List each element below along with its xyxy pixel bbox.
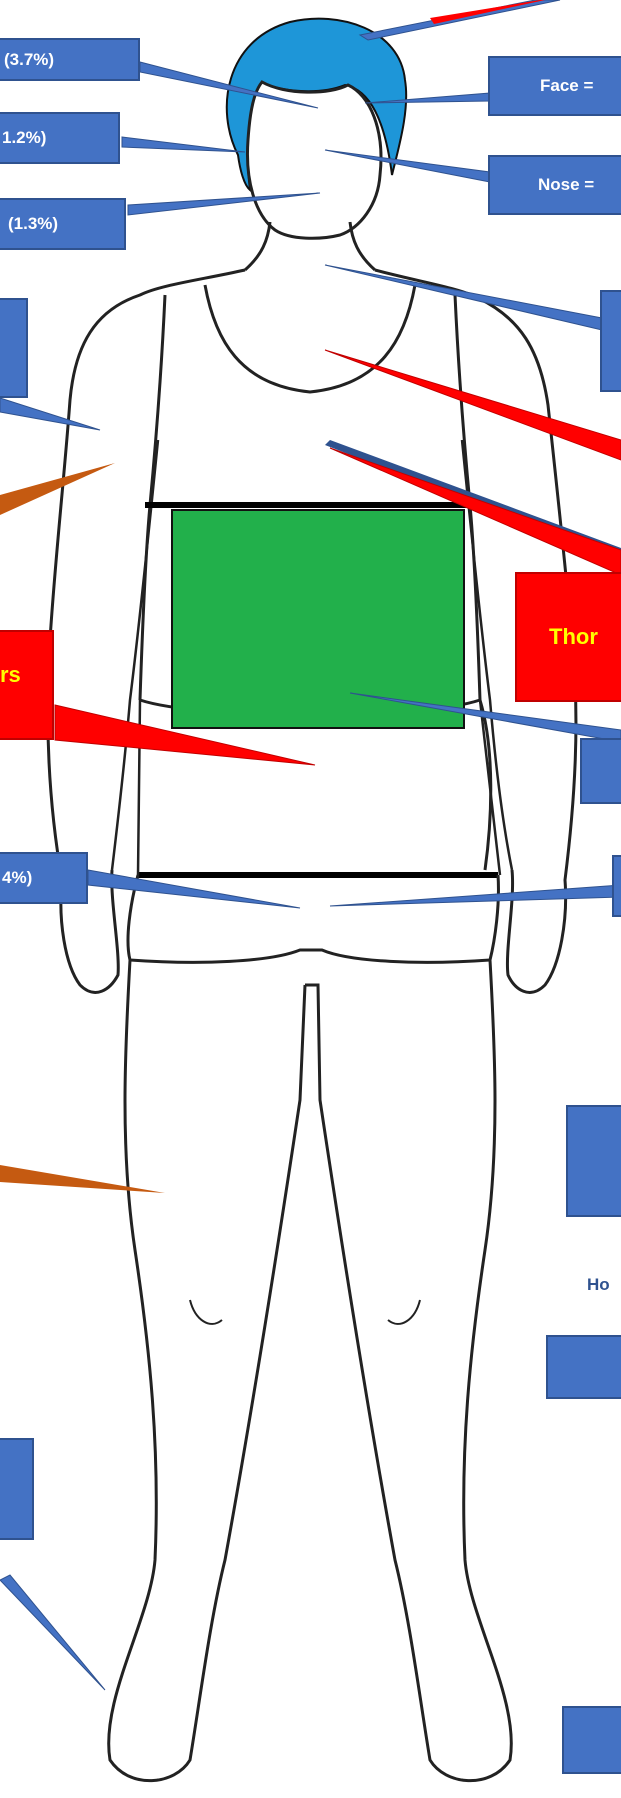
upper-leg-right-label (566, 1105, 621, 1217)
head-percent-text: (3.7%) (4, 50, 54, 70)
groin-left-text: 4%) (2, 868, 32, 888)
hair-pointer (360, 0, 560, 40)
head-percent-label: (3.7%) (0, 38, 140, 81)
left-arm-label (0, 298, 28, 398)
neck-percent-text: (1.3%) (8, 214, 58, 234)
nose-text: Nose = (538, 175, 594, 195)
groin-right-pointer (330, 885, 621, 906)
neck-percent-label: (1.3%) (0, 198, 126, 250)
legs (109, 960, 512, 1781)
knee-lines (190, 1300, 420, 1324)
left-red-text: rs (0, 662, 21, 688)
head (247, 82, 380, 238)
thorax-label: Thor (515, 572, 621, 702)
hair-pointer-red (430, 0, 545, 24)
nose-label: Nose = (488, 155, 621, 215)
chest-red-pointer (325, 350, 621, 460)
thorax-text: Thor (549, 624, 598, 650)
thigh-orange-pointer (0, 1165, 165, 1193)
left-red-label: rs (0, 630, 54, 740)
abdomen-right-label (580, 738, 621, 804)
face-label: Face = (488, 56, 621, 116)
ankle-pointer (0, 1575, 105, 1690)
ear-percent-text: 1.2%) (2, 128, 46, 148)
left-arm-pointer (0, 398, 100, 430)
ear-percent-label: 1.2%) (0, 112, 120, 164)
lower-leg-right-label (546, 1335, 621, 1399)
ankle-left-label (0, 1438, 34, 1540)
abdomen-region (172, 510, 464, 728)
groin-left-label: 4%) (0, 852, 88, 904)
face-text: Face = (540, 76, 593, 96)
foot-right-label (562, 1706, 621, 1774)
groin-right-label (612, 855, 621, 917)
ear-pct-pointer (122, 137, 245, 152)
hips-right-label: Ho (547, 1252, 621, 1318)
neck-right-pointer (325, 265, 602, 330)
left-arm-orange-pointer (0, 463, 115, 515)
hips-right-text: Ho (587, 1275, 610, 1295)
neck-right-label (600, 290, 621, 392)
